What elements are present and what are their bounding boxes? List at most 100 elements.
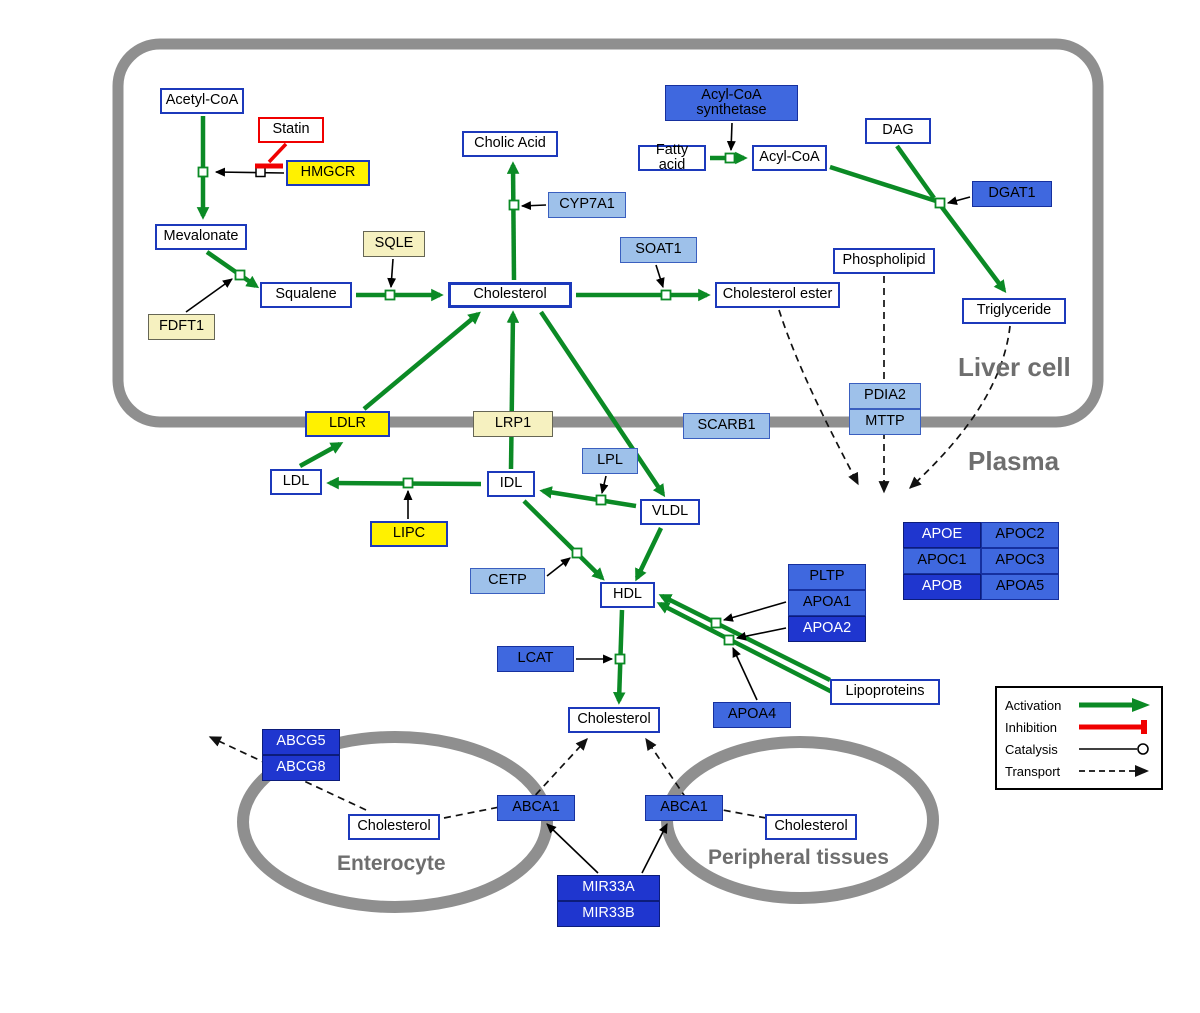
edge-vldl-hdl xyxy=(634,527,664,582)
edge-apoa1-catalysis xyxy=(722,601,787,622)
edge-ldlr-cholesterol xyxy=(362,311,481,411)
node-idl[interactable]: IDL xyxy=(487,471,535,497)
edge-lipoproteins-hdl-2 xyxy=(656,601,842,699)
node-triglyceride[interactable]: Triglyceride xyxy=(962,298,1066,324)
node-mir33a[interactable]: MIR33A xyxy=(557,875,660,901)
edge-idl-lrp1-cholesterol xyxy=(506,310,520,470)
node-soat1[interactable]: SOAT1 xyxy=(620,237,697,263)
node-acyl-coa-synthetase[interactable]: Acyl-CoA synthetase xyxy=(665,85,798,121)
node-lpl[interactable]: LPL xyxy=(582,448,638,474)
edge-idl-hdl xyxy=(522,499,605,581)
edge-acylcoasynthetase-catalysis xyxy=(726,122,736,152)
liver-cell-label: Liver cell xyxy=(958,352,1071,382)
activation-arrow-icon xyxy=(1079,698,1150,712)
node-abca1-peripheral[interactable]: ABCA1 xyxy=(645,795,723,821)
node-acetyl-coa[interactable]: Acetyl-CoA xyxy=(160,88,244,114)
edge-acylcoa-dgat1node xyxy=(829,164,937,204)
node-lrp1[interactable]: LRP1 xyxy=(473,411,553,437)
node-cholesterol-liver[interactable]: Cholesterol xyxy=(448,282,572,308)
node-hmgcr[interactable]: HMGCR xyxy=(286,160,370,186)
node-dgat1[interactable]: DGAT1 xyxy=(972,181,1052,207)
node-mevalonate[interactable]: Mevalonate xyxy=(155,224,247,250)
node-lipoproteins[interactable]: Lipoproteins xyxy=(830,679,940,705)
edge-cetp-catalysis xyxy=(546,557,571,577)
node-cholesterol-plasma[interactable]: Cholesterol xyxy=(568,707,660,733)
node-squalene[interactable]: Squalene xyxy=(260,282,352,308)
node-apoa4[interactable]: APOA4 xyxy=(713,702,791,728)
legend-row-activation: Activation xyxy=(1005,697,1153,713)
node-apob[interactable]: APOB xyxy=(903,574,981,600)
edge-mir33-abca1-peripheral xyxy=(641,823,668,874)
node-cholesterol-ester[interactable]: Cholesterol ester xyxy=(715,282,840,308)
node-apoc2[interactable]: APOC2 xyxy=(981,522,1059,548)
node-vldl[interactable]: VLDL xyxy=(640,499,700,525)
node-lipc[interactable]: LIPC xyxy=(370,521,448,547)
legend-row-inhibition: Inhibition xyxy=(1005,719,1153,735)
edge-soat1-catalysis xyxy=(655,264,665,289)
node-statin[interactable]: Statin xyxy=(258,117,324,143)
inhibition-tbar-icon xyxy=(1079,720,1147,734)
node-phospholipid[interactable]: Phospholipid xyxy=(833,248,935,274)
node-cyp7a1[interactable]: CYP7A1 xyxy=(548,192,626,218)
edge-apoa4-catalysis xyxy=(732,646,758,701)
node-scarb1[interactable]: SCARB1 xyxy=(683,413,770,439)
node-apoa1[interactable]: APOA1 xyxy=(788,590,866,616)
enterocyte-label: Enterocyte xyxy=(337,852,446,875)
edge-vldl-idl xyxy=(539,486,637,509)
node-apoa5[interactable]: APOA5 xyxy=(981,574,1059,600)
node-acyl-coa[interactable]: Acyl-CoA xyxy=(752,145,827,171)
node-abcg8[interactable]: ABCG8 xyxy=(262,755,340,781)
node-cholesterol-peripheral[interactable]: Cholesterol xyxy=(765,814,857,840)
node-fdft1[interactable]: FDFT1 xyxy=(148,314,215,340)
edge-cholesterolester-transport xyxy=(778,309,859,486)
edge-cyp7a1-catalysis xyxy=(520,201,547,211)
edge-hmgcr-catalysis xyxy=(214,167,285,177)
node-apoc3[interactable]: APOC3 xyxy=(981,548,1059,574)
node-mttp[interactable]: MTTP xyxy=(849,409,921,435)
node-fatty-acid[interactable]: Fatty acid xyxy=(638,142,706,173)
edge-mir33-abca1-enterocyte xyxy=(546,823,599,874)
node-sqle[interactable]: SQLE xyxy=(363,231,425,257)
legend-row-transport: Transport xyxy=(1005,763,1153,779)
edge-dag-dgat1node xyxy=(895,144,936,200)
node-pltp[interactable]: PLTP xyxy=(788,564,866,590)
node-dag[interactable]: DAG xyxy=(865,118,931,144)
transport-dashed-arrow-icon xyxy=(1079,765,1149,777)
node-mir33b[interactable]: MIR33B xyxy=(557,901,660,927)
node-apoa2[interactable]: APOA2 xyxy=(788,616,866,642)
node-apoe[interactable]: APOE xyxy=(903,522,981,548)
node-apoc1[interactable]: APOC1 xyxy=(903,548,981,574)
edge-cholesterol-cholicacid xyxy=(506,161,520,281)
edge-sqle-catalysis xyxy=(387,258,397,289)
node-cholesterol-enterocyte[interactable]: Cholesterol xyxy=(348,814,440,840)
edge-statin-inhibition xyxy=(267,142,288,164)
edge-triglyceride-transport xyxy=(909,325,1011,489)
node-ldl[interactable]: LDL xyxy=(270,469,322,495)
edge-ldl-ldlr xyxy=(298,442,344,468)
node-cetp[interactable]: CETP xyxy=(470,568,545,594)
edge-apoa2-catalysis xyxy=(735,627,787,641)
edge-lpl-catalysis xyxy=(599,475,609,495)
node-lcat[interactable]: LCAT xyxy=(497,646,574,672)
node-ldlr[interactable]: LDLR xyxy=(305,411,390,437)
node-pdia2[interactable]: PDIA2 xyxy=(849,383,921,409)
legend-catalysis-label: Catalysis xyxy=(1005,741,1058,757)
enterocyte-membrane xyxy=(237,731,553,913)
node-cholic-acid[interactable]: Cholic Acid xyxy=(462,131,558,157)
peripheral-tissues-label: Peripheral tissues xyxy=(708,846,889,869)
node-hdl[interactable]: HDL xyxy=(600,582,655,608)
catalysis-circle-icon xyxy=(1079,743,1149,755)
edge-cholesterol-vldl xyxy=(539,310,666,498)
liver-cell-membrane xyxy=(112,38,1104,428)
edge-fdft1-catalysis xyxy=(185,278,233,313)
node-abca1-enterocyte[interactable]: ABCA1 xyxy=(497,795,575,821)
edge-dgat1node-triglyceride xyxy=(939,204,1007,294)
plasma-label: Plasma xyxy=(968,446,1060,476)
legend-row-catalysis: Catalysis xyxy=(1005,741,1153,757)
legend: Activation Inhibition Catalysis Transpor… xyxy=(995,686,1163,790)
edge-mevalonate-squalene xyxy=(205,250,260,289)
node-abcg5[interactable]: ABCG5 xyxy=(262,729,340,755)
